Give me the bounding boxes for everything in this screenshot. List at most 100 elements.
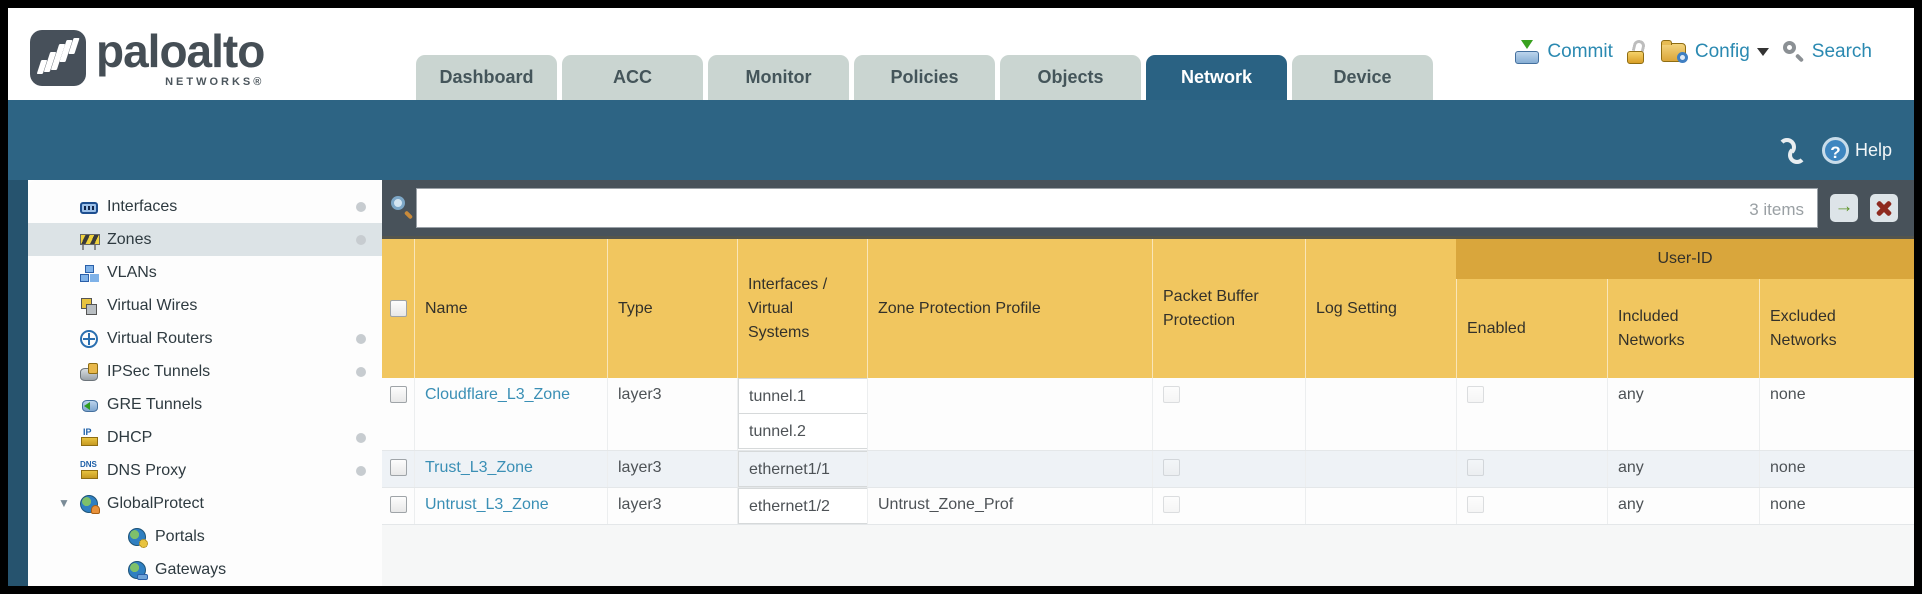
zone-name-link[interactable]: Trust_L3_Zone — [414, 451, 607, 487]
clear-filter-button[interactable] — [1870, 194, 1898, 222]
sidebar-item-zones[interactable]: Zones — [28, 223, 382, 256]
user-id-enabled-checkbox[interactable] — [1467, 459, 1484, 476]
table-row: Untrust_L3_Zone layer3 ethernet1/2 Untru… — [382, 488, 1914, 525]
tab-acc[interactable]: ACC — [562, 55, 703, 100]
status-dot — [356, 367, 366, 377]
dns-proxy-icon — [80, 460, 98, 480]
globalprotect-icon — [80, 494, 100, 514]
col-header-type[interactable]: Type — [607, 239, 737, 378]
panos-web-ui: paloalto NETWORKS® Dashboard ACC Monitor… — [8, 8, 1914, 586]
dhcp-icon — [80, 427, 98, 447]
col-header-log-setting[interactable]: Log Setting — [1305, 239, 1456, 378]
tab-monitor[interactable]: Monitor — [708, 55, 849, 100]
refresh-icon[interactable] — [1777, 137, 1806, 164]
zone-type: layer3 — [607, 451, 737, 487]
tab-dashboard[interactable]: Dashboard — [416, 55, 557, 100]
col-header-interfaces[interactable]: Interfaces / Virtual Systems — [737, 239, 867, 378]
help-button[interactable]: ? Help — [1821, 137, 1892, 164]
help-icon: ? — [1821, 137, 1849, 164]
sidebar-item-virtual-routers[interactable]: Virtual Routers — [28, 322, 382, 355]
interface-item: tunnel.2 — [738, 413, 867, 449]
chevron-down-icon — [1756, 48, 1769, 62]
zone-name-link[interactable]: Untrust_L3_Zone — [414, 488, 607, 524]
items-count: 3 items — [1749, 200, 1804, 219]
user-id-enabled-checkbox[interactable] — [1467, 386, 1484, 403]
sidebar-item-virtual-wires[interactable]: Virtual Wires — [28, 289, 382, 322]
zones-table-body: Cloudflare_L3_Zone layer3 tunnel.1 tunne… — [382, 378, 1914, 525]
col-header-name[interactable]: Name — [414, 239, 607, 378]
user-id-enabled-checkbox[interactable] — [1467, 496, 1484, 513]
zones-table-header: User-ID Name Type Interfaces / Virtual S… — [382, 236, 1914, 378]
interface-item: ethernet1/1 — [738, 451, 867, 487]
sidebar-item-globalprotect[interactable]: ▼ GlobalProtect — [58, 494, 204, 514]
status-dot — [356, 235, 366, 245]
filter-input[interactable] — [416, 188, 1818, 228]
portals-icon — [128, 527, 148, 548]
help-label: Help — [1854, 140, 1892, 160]
expand-triangle-icon[interactable]: ▼ — [58, 496, 70, 510]
col-header-enabled[interactable]: Enabled — [1456, 239, 1607, 378]
row-checkbox[interactable] — [389, 459, 407, 476]
zone-name-link[interactable]: Cloudflare_L3_Zone — [414, 378, 607, 450]
gateways-icon — [128, 560, 148, 580]
select-all-checkbox[interactable] — [389, 300, 407, 317]
sidebar-item-dhcp[interactable]: DHCP — [28, 421, 382, 454]
tab-network[interactable]: Network — [1146, 55, 1287, 100]
sidebar-item-vlans[interactable]: VLANs — [28, 256, 382, 289]
table-row: Cloudflare_L3_Zone layer3 tunnel.1 tunne… — [382, 378, 1914, 451]
top-header: paloalto NETWORKS® Dashboard ACC Monitor… — [8, 8, 1914, 100]
commit-label: Commit — [1547, 41, 1613, 62]
excluded-networks: none — [1759, 488, 1914, 524]
col-header-zone-protection[interactable]: Zone Protection Profile — [867, 239, 1152, 378]
search-icon — [1782, 41, 1805, 63]
sidebar-item-portals[interactable]: Portals — [28, 520, 382, 553]
tab-policies[interactable]: Policies — [854, 55, 995, 100]
apply-filter-button[interactable]: → — [1830, 194, 1858, 222]
included-networks: any — [1607, 488, 1759, 524]
brand-name: paloalto — [96, 25, 265, 77]
left-gutter — [8, 180, 28, 586]
interface-item: tunnel.1 — [738, 378, 867, 414]
sidebar-item-interfaces[interactable]: Interfaces — [28, 190, 382, 223]
status-dot — [356, 466, 366, 476]
col-header-included-networks[interactable]: Included Networks — [1607, 239, 1759, 378]
search-button[interactable]: Search — [1782, 41, 1872, 63]
zone-interfaces: tunnel.1 tunnel.2 — [737, 378, 867, 450]
packet-buffer-checkbox[interactable] — [1163, 386, 1180, 403]
commit-icon — [1514, 40, 1540, 64]
main-nav-tabs: Dashboard ACC Monitor Policies Objects N… — [416, 55, 1438, 100]
zone-type: layer3 — [607, 378, 737, 450]
filter-bar: 3 items → — [382, 180, 1914, 236]
gre-tunnels-icon — [80, 396, 98, 414]
tab-objects[interactable]: Objects — [1000, 55, 1141, 100]
packet-buffer-checkbox[interactable] — [1163, 459, 1180, 476]
status-dot — [356, 433, 366, 443]
zone-protection-profile — [867, 378, 1152, 450]
zone-protection-profile: Untrust_Zone_Prof — [867, 488, 1152, 524]
paloalto-logo: paloalto NETWORKS® — [30, 22, 265, 88]
sidebar-item-ipsec-tunnels[interactable]: IPSec Tunnels — [28, 355, 382, 388]
sidebar-item-dns-proxy[interactable]: DNS Proxy — [28, 454, 382, 487]
included-networks: any — [1607, 378, 1759, 450]
row-checkbox[interactable] — [389, 496, 407, 513]
interfaces-icon — [80, 202, 98, 214]
zone-type: layer3 — [607, 488, 737, 524]
col-header-packet-buffer[interactable]: Packet Buffer Protection — [1152, 239, 1305, 378]
table-row: Trust_L3_Zone layer3 ethernet1/1 any non… — [382, 451, 1914, 488]
packet-buffer-checkbox[interactable] — [1163, 496, 1180, 513]
row-checkbox[interactable] — [389, 386, 407, 403]
tab-device[interactable]: Device — [1292, 55, 1433, 100]
content-area: Interfaces Zones VLANs Virtual Wires Vir… — [8, 180, 1914, 586]
zone-interfaces: ethernet1/1 — [737, 451, 867, 487]
col-header-excluded-networks[interactable]: Excluded Networks — [1759, 239, 1914, 378]
sidebar-item-gateways[interactable]: Gateways — [28, 553, 382, 586]
config-menu-button[interactable]: Config — [1660, 40, 1769, 64]
network-sidebar: Interfaces Zones VLANs Virtual Wires Vir… — [28, 180, 382, 586]
table-empty-area — [382, 525, 1914, 586]
sidebar-item-gre-tunnels[interactable]: GRE Tunnels — [28, 388, 382, 421]
lock-icon[interactable] — [1626, 38, 1647, 64]
filter-search-icon[interactable] — [389, 196, 414, 220]
teal-banner: ? Help — [8, 100, 1914, 180]
select-all-cell — [382, 239, 414, 378]
commit-button[interactable]: Commit — [1514, 40, 1613, 64]
